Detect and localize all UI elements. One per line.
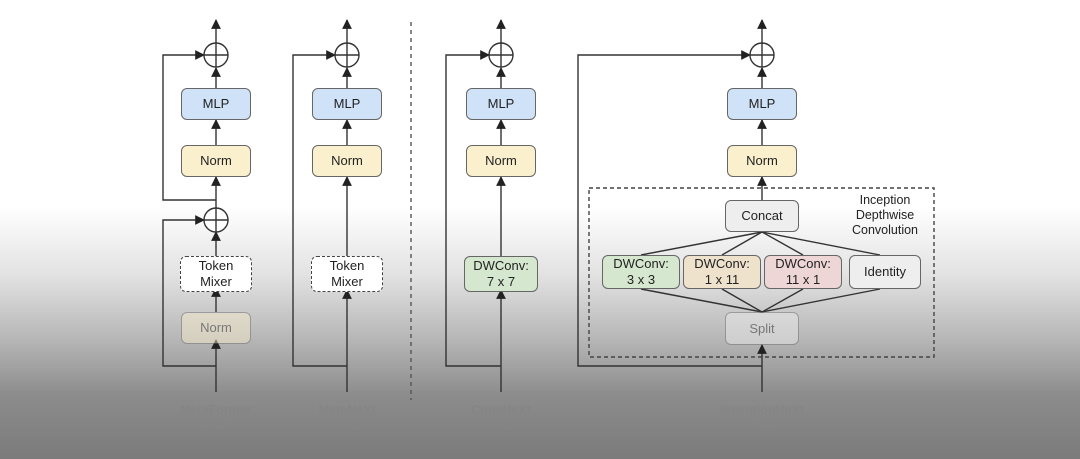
convnext-norm: Norm [466, 145, 536, 177]
dwconv-line-1: DWConv: [613, 256, 669, 271]
metanext-norm: Norm [312, 145, 382, 177]
dwconv-line-2: 11 x 1 [785, 272, 821, 287]
metaformer-caption: MetaFormer block [151, 403, 281, 433]
dwconv-line-2: 1 x 11 [704, 272, 740, 287]
metaformer-mlp: MLP [181, 88, 251, 120]
caption-line-2: block [745, 418, 779, 432]
metanext-caption: MetaNeXt block [282, 403, 412, 433]
metanext-token-mixer: Token Mixer [311, 256, 383, 292]
inceptionnext-norm: Norm [727, 145, 797, 177]
metanext-mlp: MLP [312, 88, 382, 120]
caption-line-1: InceptionNeXt [719, 403, 805, 417]
convnext-caption: ConvNeXt block [436, 403, 566, 433]
convnext-dwconv: DWConv: 7 x 7 [464, 256, 538, 292]
region-label-line-3: Convolution [851, 223, 918, 237]
caption-line-2: block [330, 418, 364, 432]
inceptionnext-dwconv-3x3: DWConv: 3 x 3 [602, 255, 680, 289]
caption-line-1: ConvNeXt [471, 403, 531, 417]
region-label-line-2: Depthwise [855, 208, 915, 222]
token-mixer-line-2: Mixer [331, 274, 363, 289]
dwconv-line-1: DWConv: [473, 258, 529, 273]
dwconv-line-2: 7 x 7 [486, 274, 516, 289]
dwconv-line-1: DWConv: [694, 256, 750, 271]
inceptionnext-dwconv-1x11: DWConv: 1 x 11 [683, 255, 761, 289]
inceptionnext-dwconv-11x1: DWConv: 11 x 1 [764, 255, 842, 289]
token-mixer-line-1: Token [198, 258, 234, 273]
inception-region-label: Inception Depthwise Convolution [840, 193, 930, 238]
dwconv-line-2: 3 x 3 [626, 272, 656, 287]
inceptionnext-split: Split [725, 312, 799, 345]
metaformer-norm-bottom: Norm [181, 312, 251, 344]
metaformer-token-mixer: Token Mixer [180, 256, 252, 292]
token-mixer-line-2: Mixer [200, 274, 232, 289]
caption-line-2: block [484, 418, 518, 432]
token-mixer-line-1: Token [329, 258, 365, 273]
region-label-line-1: Inception [859, 193, 911, 207]
caption-line-1: MetaNeXt [318, 403, 376, 417]
dwconv-line-1: DWConv: [775, 256, 831, 271]
inceptionnext-caption: InceptionNeXt block [692, 403, 832, 433]
inceptionnext-mlp: MLP [727, 88, 797, 120]
caption-line-1: MetaFormer [180, 403, 252, 417]
metaformer-norm-top: Norm [181, 145, 251, 177]
inceptionnext-identity: Identity [849, 255, 921, 289]
convnext-mlp: MLP [466, 88, 536, 120]
caption-line-2: block [199, 418, 233, 432]
inceptionnext-concat: Concat [725, 200, 799, 232]
